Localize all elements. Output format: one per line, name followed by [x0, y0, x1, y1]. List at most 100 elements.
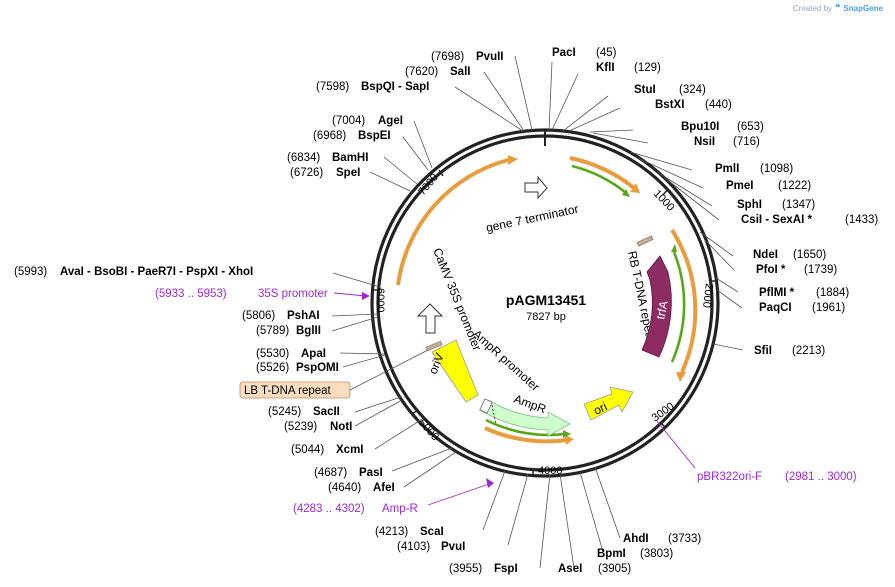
camv-promoter-arrow [416, 303, 444, 334]
site-PacI: PacI [552, 47, 576, 59]
site-FspI: FspI [494, 563, 518, 575]
site-PflMI-pos: (1884) [816, 287, 849, 299]
site-AseI-pos: (3905) [598, 563, 631, 575]
site-BspQI-SapI: BspQI - SapI [361, 81, 429, 93]
site-SphI: SphI [737, 199, 762, 211]
orf-inner-arrowhead [671, 244, 677, 252]
site-FspI-pos: (3955) [449, 563, 482, 575]
site-XcmI: XcmI [336, 444, 364, 456]
lb-repeat-label: LB T-DNA repeat [244, 385, 332, 397]
site-PshAI: PshAI [287, 310, 320, 322]
tick-1000: 1000 [651, 188, 677, 214]
site-AhdI-pos: (3733) [668, 533, 701, 545]
site-SpeI-pos: (6726) [290, 167, 323, 179]
orf-inner-right [670, 251, 686, 363]
trfA-feature [641, 255, 672, 358]
restriction-sites-left: (3955) FspI (4103) PvuI (4213) ScaI (464… [14, 51, 518, 575]
site-CsiI-SexAI-pos: (1433) [845, 214, 878, 226]
orf-arrowhead [630, 183, 640, 193]
gene7-terminator-label: gene 7 terminator [485, 202, 580, 235]
site-KflI: KflI [596, 62, 615, 74]
orf-arrowhead [565, 435, 574, 445]
site-SacII-pos: (5245) [268, 406, 301, 418]
site-PmeI: PmeI [726, 180, 754, 192]
site-StuI-pos: (324) [679, 84, 706, 96]
site-PacI-pos: (45) [596, 47, 617, 59]
site-NotI-pos: (5239) [284, 421, 317, 433]
site-SfiI: SfiI [754, 345, 772, 357]
ampr-small-box [479, 398, 493, 414]
primer-labels: (5933 .. 5953) 35S promoter pBR322ori-F … [155, 288, 857, 515]
site-PflMI: PflMI * [759, 287, 795, 299]
primer-pBR322ori-F-range: (2981 .. 3000) [785, 471, 857, 483]
orf-inner-arrowhead [563, 430, 571, 438]
site-PmlI: PmlI [715, 163, 739, 175]
tick-label: 4000 [538, 465, 562, 477]
primer-AmpR-range: (4283 .. 4302) [293, 503, 365, 515]
watermark-brand: SnapGene [843, 4, 883, 13]
site-SphI-pos: (1347) [782, 199, 815, 211]
orf-inner-bottom [485, 418, 566, 437]
plasmid-length: 7827 bp [526, 311, 566, 323]
site-BstXI: BstXI [655, 99, 684, 111]
orf-arrow-bottom [484, 426, 568, 444]
site-KflI-pos: (129) [634, 62, 661, 74]
site-leader-lines [331, 55, 744, 569]
site-Bpu10I-pos: (653) [737, 121, 764, 133]
site-SfiI-pos: (2213) [792, 345, 825, 357]
site-multi-XhoI: AvaI - BsoBI - PaeR7I - PspXI - XhoI [60, 266, 253, 278]
ampr-feature [479, 399, 571, 437]
site-PmeI-pos: (1222) [778, 180, 811, 192]
primer-AmpR-name: Amp-R [382, 503, 418, 515]
site-BspQI-SapI-pos: (7598) [316, 81, 349, 93]
site-PmlI-pos: (1098) [760, 163, 793, 175]
lb-repeat-callout: LB T-DNA repeat [239, 349, 429, 399]
site-ScaI: ScaI [420, 526, 444, 538]
oriV-feature [431, 339, 479, 403]
ori-feature [583, 386, 634, 421]
site-PasI-pos: (4687) [314, 467, 347, 479]
site-BspEI: BspEI [358, 130, 391, 142]
site-CsiI-SexAI: CsiI - SexAI * [741, 214, 812, 226]
site-BspEI-pos: (6968) [313, 130, 346, 142]
site-SalI-pos: (7620) [405, 66, 438, 78]
site-PfoI-pos: (1739) [804, 264, 837, 276]
rb-repeat-marker [636, 235, 654, 247]
site-XcmI-pos: (5044) [291, 444, 324, 456]
tick-label: 6000 [374, 288, 386, 312]
site-ScaI-pos: (4213) [375, 526, 408, 538]
site-AfeI-pos: (4640) [328, 482, 361, 494]
site-BpmI: BpmI [597, 548, 626, 560]
orf-arrow-top-left [396, 158, 509, 286]
primer-pBR322ori-F-name: pBR322ori-F [697, 471, 762, 483]
orf-arrowhead [508, 155, 518, 165]
ampr-primer-mark [491, 404, 497, 426]
site-SpeI: SpeI [336, 167, 360, 179]
primer-leader-lines [333, 292, 696, 506]
site-multi-XhoI-pos: (5993) [14, 266, 47, 278]
gene7-terminator-arrow [524, 175, 548, 200]
site-PasI: PasI [359, 467, 383, 479]
site-StuI: StuI [634, 84, 656, 96]
site-NdeI-pos: (1650) [793, 249, 826, 261]
tick-5000: 5000 [411, 409, 441, 443]
site-PspOMI: PspOMI [296, 362, 339, 374]
watermark-prefix: Created by [792, 4, 833, 13]
site-SalI: SalI [450, 66, 470, 78]
primer-35S-name: 35S promoter [258, 288, 328, 300]
site-NsiI: NsiI [694, 136, 715, 148]
site-BglII: BglII [296, 325, 321, 337]
trfA-label: trfA [653, 299, 671, 320]
orf-arrow-top-right [569, 156, 636, 190]
tick-label: 2000 [700, 283, 715, 309]
site-AhdI: AhdI [623, 533, 649, 545]
site-AfeI: AfeI [373, 482, 395, 494]
orf-inner-top-right [571, 164, 626, 194]
orf-inner-arrowhead [622, 189, 630, 197]
tick-6000: 6000 [372, 288, 386, 312]
tick-3000: 3000 [650, 400, 677, 429]
site-BamHI-pos: (6834) [287, 152, 320, 164]
tick-2000: 2000 [700, 280, 718, 309]
site-BstXI-pos: (440) [705, 99, 732, 111]
